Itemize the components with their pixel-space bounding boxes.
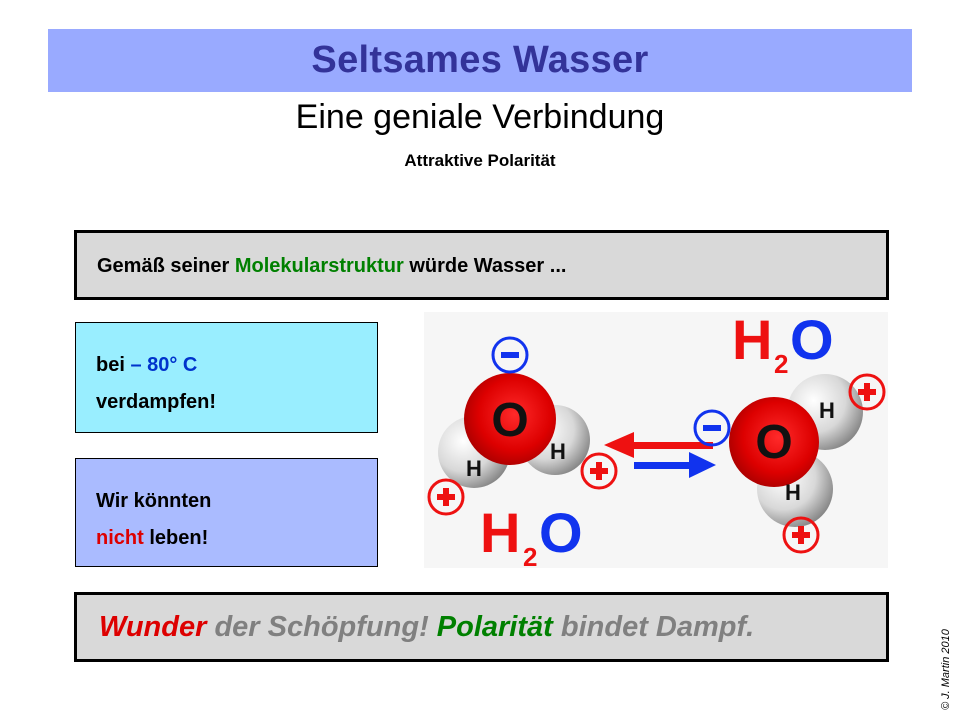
left-oxygen-label: O [491,394,528,447]
equilibrium-arrows-icon [604,432,716,478]
left-formula-h: H [480,501,520,564]
conclusion-box: Wunder der Schöpfung! Polarität bindet D… [74,592,889,662]
evaporate-temperature: – 80° C [130,354,198,376]
intro-highlight: Molekularstruktur [234,255,404,277]
left-positive-charge-icon-1 [427,478,465,516]
intro-text-1: Gemäß seiner [97,255,235,277]
right-formula-o: O [790,312,834,371]
right-hydrogen-label-2: H [785,480,801,505]
evaporate-box: bei – 80° C verdampfen! [75,322,378,433]
right-water-molecule: O H H H 2 O [693,308,886,554]
slide-subsubtitle: Attraktive Polarität [404,151,556,170]
footer-text-2: der Schöpfung! [206,611,437,643]
left-formula-sub: 2 [523,542,537,568]
left-formula-o: O [539,501,583,564]
life-line1: Wir könnten [96,490,212,512]
footer-word-wunder: Wunder [99,611,207,643]
life-negation: nicht [96,527,144,549]
slide-title: Seltsames Wasser [311,39,649,81]
right-negative-charge-icon [693,409,731,447]
left-hydrogen-label-2: H [466,456,482,481]
left-positive-charge-icon-2 [580,452,618,490]
footer-text-4: bindet Dampf. [552,611,755,643]
left-negative-charge-icon [491,336,529,374]
intro-text-2: würde Wasser ... [403,255,567,277]
right-oxygen-label: O [755,416,792,469]
evaporate-line2: verdampfen! [96,391,217,413]
left-hydrogen-label-1: H [550,439,566,464]
footer-word-polaritaet: Polarität [436,611,553,643]
evaporate-prefix: bei [96,354,131,376]
right-hydrogen-label-1: H [819,398,835,423]
water-molecule-diagram: O H H H 2 O [424,308,888,572]
title-bar: Seltsames Wasser [48,29,912,92]
life-box: Wir könnten nicht leben! [75,458,378,567]
copyright-notice: © J. Martin 2010 [940,629,952,710]
intro-box: Gemäß seiner Molekularstruktur würde Was… [74,230,889,300]
right-positive-charge-icon-2 [782,516,820,554]
right-formula-sub: 2 [774,349,788,379]
slide-subtitle: Eine geniale Verbindung [295,98,665,136]
right-positive-charge-icon-1 [848,373,886,411]
right-formula-h: H [732,312,772,371]
life-line2-rest: leben! [143,527,209,549]
left-water-molecule: O H H H 2 O [427,336,618,572]
